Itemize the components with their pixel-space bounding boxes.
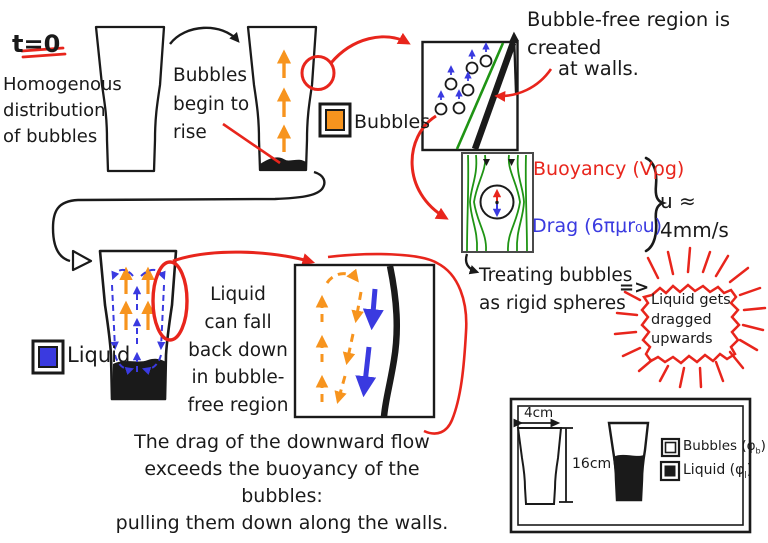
t0-underline xyxy=(20,46,67,59)
implies-arrow: => xyxy=(619,277,650,298)
starburst-rays xyxy=(613,246,767,389)
circulation-loop-blue xyxy=(110,268,166,375)
starburst xyxy=(613,246,767,389)
time-zero-label: t=0 xyxy=(12,30,61,58)
conclusion-text: The drag of the downward flow exceeds th… xyxy=(115,431,449,534)
connector-arrowhead xyxy=(71,249,93,272)
glass-bubbles-rising xyxy=(246,25,318,172)
forces-brace xyxy=(644,156,668,253)
red-arrow-to-detail-box xyxy=(329,32,411,64)
spec-box xyxy=(509,397,752,534)
spec-legend-liquid-swatch xyxy=(659,460,681,482)
starburst-outline xyxy=(640,283,741,365)
red-highlight-circle xyxy=(300,55,336,91)
spec-legend-bubbles-swatch xyxy=(660,437,681,458)
circulation-up-arrows-orange xyxy=(119,266,155,330)
arrow-to-rising-glass xyxy=(169,26,240,45)
red-line-to-sediment xyxy=(222,122,281,165)
drag-label: Drag (6πμr₀u) xyxy=(532,215,663,237)
spec-glass-outline xyxy=(516,427,563,505)
bubbles-legend-swatch xyxy=(318,102,352,138)
liquid-legend-swatch xyxy=(31,339,65,375)
red-arrow-bubble-to-sphere xyxy=(410,114,449,220)
sphere-streamline-box xyxy=(461,152,534,253)
red-arrow-oval-to-box xyxy=(172,250,316,266)
rigid-spheres-caption: Treating bubbles as rigid spheres xyxy=(479,265,633,314)
spec-height-label: 16cm xyxy=(572,456,612,472)
red-arrow-note-to-wall xyxy=(494,68,553,102)
glass-circulation xyxy=(98,249,178,401)
spec-legend-bubbles-post: ) xyxy=(760,438,766,454)
streamlines xyxy=(466,154,528,252)
glass-homogenous xyxy=(94,25,166,173)
glass-wall-line xyxy=(471,41,517,151)
spec-glass-filled xyxy=(607,421,650,502)
dragged-upwards-text: Liquid gets dragged upwards xyxy=(651,292,731,348)
spec-legend-liquid-post: ) xyxy=(746,462,753,478)
spec-legend-liquid-sub: l xyxy=(744,469,747,480)
red-wall-oval xyxy=(151,260,189,342)
spec-width-label: 4cm xyxy=(524,405,554,421)
upflow-arrows-orange xyxy=(315,268,364,405)
fall-back-note: Liquid can fall back down in bubble- fre… xyxy=(187,284,289,416)
spec-legend-bubbles: Bubbles (φb) xyxy=(683,437,766,457)
streamline-flow-arrowheads xyxy=(483,159,515,166)
red-curve-box-to-conclusion xyxy=(327,252,468,435)
rise-velocity: u ≈ 4mm/s xyxy=(660,189,729,242)
bubble-free-boundary-line xyxy=(455,42,505,150)
arrow-to-wall-note xyxy=(509,31,520,94)
liquid-legend-label: Liquid xyxy=(67,343,131,367)
bubbles-begin-caption: Bubbles begin to rise xyxy=(173,65,250,144)
downflow-detail-box xyxy=(293,263,436,419)
wall-note-line2: at walls. xyxy=(558,57,639,80)
wall-detail-box xyxy=(421,40,519,152)
detail-bubble-arrows xyxy=(437,42,490,100)
buoyancy-label: Buoyancy (Vρg) xyxy=(533,158,685,180)
wall-curve xyxy=(380,265,401,418)
arrow-to-rigid-note xyxy=(464,253,480,275)
connector-to-circulation-glass xyxy=(51,170,326,263)
spec-legend-bubbles-pre: Bubbles (φ xyxy=(683,438,756,454)
detail-bubbles xyxy=(434,54,493,116)
spec-legend-liquid-pre: Liquid (φ xyxy=(683,462,745,478)
sediment xyxy=(259,157,307,170)
downflow-arrows-blue xyxy=(355,288,384,398)
spec-legend-liquid: Liquid (φl) xyxy=(683,460,752,481)
bubbles-legend-label: Bubbles xyxy=(354,111,431,133)
wall-note-line1: Bubble-free region is created xyxy=(527,8,731,60)
height-dimension-line xyxy=(559,427,573,503)
spec-legend-bubbles-sub: b xyxy=(755,445,761,456)
homogenous-caption: Homogenous distribution of bubbles xyxy=(3,74,122,148)
